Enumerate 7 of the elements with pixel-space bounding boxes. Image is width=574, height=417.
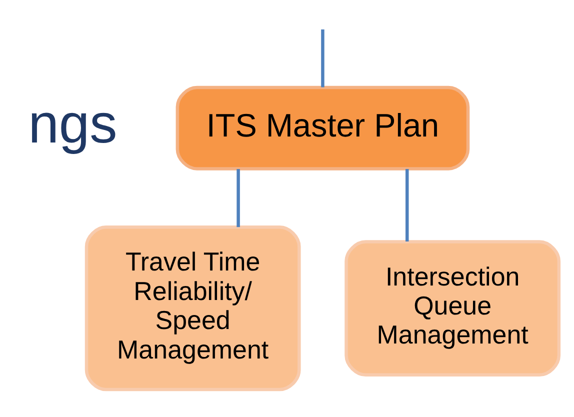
connector: [236, 169, 240, 228]
connector: [321, 29, 324, 88]
label: ngs: [28, 92, 118, 154]
node-box: ITS Master Plan: [176, 86, 470, 170]
node-box: Intersection Queue Management: [344, 240, 561, 377]
connector: [406, 169, 409, 242]
node-box: Travel Time Reliability/ Speed Management: [84, 226, 301, 392]
